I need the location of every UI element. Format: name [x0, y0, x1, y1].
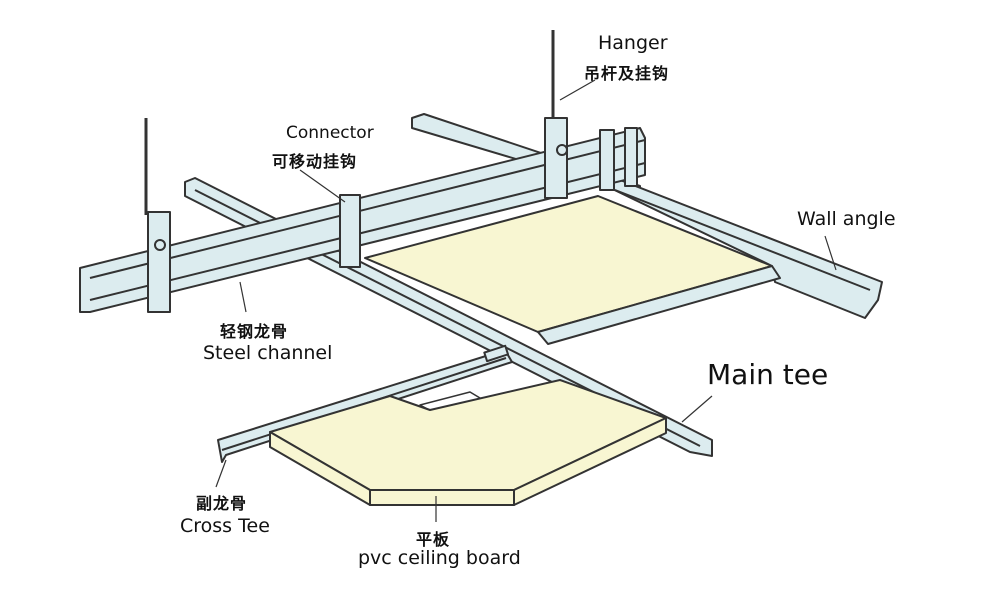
ceiling-board-label-zh: 平板	[416, 530, 451, 549]
hanger-clip-left	[147, 211, 171, 313]
hanger-label-zh: 吊杆及挂钩	[584, 64, 670, 83]
steel-channel-label-zh: 轻钢龙骨	[220, 322, 289, 341]
leader-lines	[215, 79, 837, 522]
ceiling-board-label: pvc ceiling board	[358, 547, 521, 569]
cross-tee-label: Cross Tee	[180, 515, 270, 537]
cross-tee-label-zh: 副龙骨	[196, 494, 248, 513]
connector-clip	[339, 194, 361, 268]
steel-channel-label: Steel channel	[203, 342, 333, 364]
cross-tee-right	[537, 265, 781, 345]
steel-channel-beam	[79, 127, 646, 313]
hanger-clip-right	[544, 117, 568, 199]
main-tee-label: Main tee	[707, 358, 829, 391]
connector-label: Connector	[286, 123, 374, 143]
wall-angle-label: Wall angle	[797, 208, 896, 230]
hanger-label: Hanger	[598, 32, 668, 54]
connector-label-zh: 可移动挂钩	[272, 152, 358, 171]
